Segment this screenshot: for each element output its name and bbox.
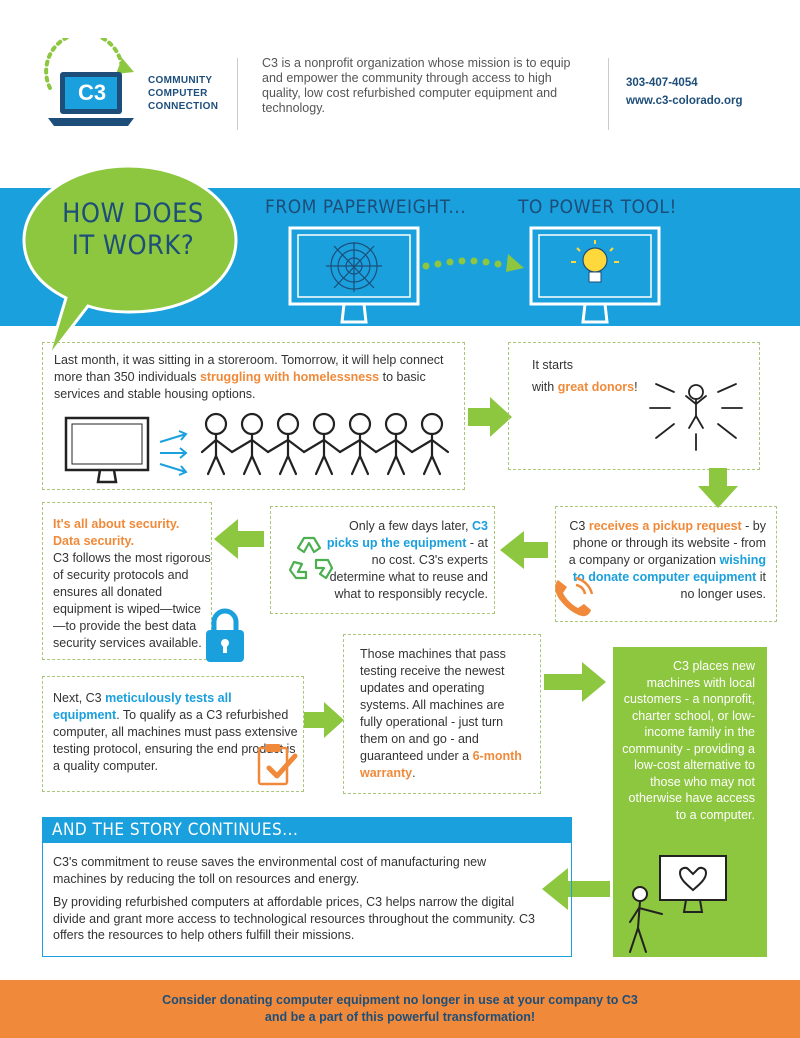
footer-text: Consider donating computer equipment no … (0, 992, 800, 1026)
step4-box (270, 506, 495, 614)
step5-box (42, 502, 212, 660)
step5-heading1: It's all about security. (53, 517, 180, 531)
step3-highlight1: receives a pickup request (588, 519, 742, 533)
footer-line2: and be a part of this powerful transform… (264, 1010, 536, 1024)
arrow-right-1 (468, 397, 512, 437)
step3-box (555, 506, 777, 622)
lightbulb-computer-icon (529, 226, 661, 324)
step2-post: ! (634, 380, 638, 394)
donor-figure-icon (649, 383, 743, 451)
step8-text: C3 places new machines with local custom… (622, 659, 755, 822)
step7-text: Those machines that pass testing receive… (360, 646, 526, 782)
step5-body: C3 follows the most rigorous of security… (53, 551, 211, 650)
person-icon (629, 886, 663, 953)
story-p2: By providing refurbished computers at af… (53, 895, 535, 942)
people-chain-icon (200, 412, 450, 476)
arrow-left-1 (500, 531, 548, 569)
clipboard-check-icon (257, 744, 298, 786)
step4-post: - at no cost. C3's experts determine wha… (329, 536, 488, 601)
step3-mid: - by phone or through its website - from… (568, 519, 766, 567)
step3-text: C3 receives a pickup request - by phone … (563, 518, 766, 603)
to-label: TO POWER TOOL! (518, 196, 677, 218)
step1-post: to basic services and stable housing opt… (54, 370, 426, 401)
step2-pre: with (532, 380, 558, 394)
logo-text: C3 (77, 80, 107, 105)
step5-heading2: Data security. (53, 534, 135, 548)
from-label: FROM PAPERWEIGHT... (265, 196, 467, 218)
phone[interactable]: 303-407-4054 (626, 77, 698, 89)
step4-pre: Only a few days later, (349, 519, 473, 533)
step2-line2: with great donors! (532, 376, 642, 398)
mission-text: C3 is a nonprofit organization whose mis… (262, 56, 571, 115)
computer-icon (64, 416, 150, 484)
org-line3: CONNECTION (148, 101, 219, 112)
step6-text: Next, C3 meticulously tests all equipmen… (53, 690, 299, 775)
step3-post: it no longer uses. (680, 570, 766, 601)
heart-computer-icon (659, 855, 727, 913)
website-link[interactable]: www.c3-colorado.org (626, 95, 743, 107)
step7-box (343, 634, 541, 794)
org-line2: COMPUTER (148, 88, 208, 99)
step1-pre: Last month, it was sitting in a storeroo… (54, 353, 444, 384)
blue-arrows-icon (159, 430, 188, 476)
step1-text: Last month, it was sitting in a storeroo… (54, 352, 459, 403)
step6-post: . To qualify as a C3 refurbished compute… (53, 708, 298, 773)
step3-highlight2: wishing to donate computer equipment (572, 553, 766, 584)
step3-pre: C3 (569, 519, 589, 533)
step5-text: It's all about security. Data security. … (53, 516, 211, 652)
step4-highlight: C3 picks up the equipment (326, 519, 488, 550)
step2-text: It starts with great donors! (532, 354, 642, 398)
step6-box (42, 676, 304, 792)
lock-icon (206, 608, 244, 662)
speech-bubble (22, 164, 238, 359)
step7-post: . (412, 766, 416, 780)
step2-highlight: great donors (557, 380, 635, 394)
story-heading: AND THE STORY CONTINUES... (42, 817, 572, 843)
broken-computer-icon (288, 226, 420, 324)
bubble-line1: HOW DOES (62, 198, 204, 229)
arrow-right-2 (304, 702, 344, 738)
logo-laptop-icon (44, 38, 134, 126)
step7-highlight: 6-month warranty (360, 749, 522, 780)
footer-bar (0, 980, 800, 1038)
step7-pre: Those machines that pass testing receive… (360, 647, 506, 763)
step1-highlight: struggling with homelessness (199, 370, 380, 384)
bubble-text: HOW DOES IT WORK? (48, 198, 218, 262)
org-name: COMMUNITY COMPUTER CONNECTION (148, 74, 218, 113)
bubble-line2: IT WORK? (71, 230, 195, 261)
step8-panel (613, 647, 767, 957)
header-divider-2 (608, 58, 609, 130)
step2-line1: It starts (532, 358, 573, 372)
arrow-left-2 (214, 519, 264, 559)
phone-icon (555, 576, 594, 617)
footer-line1: Consider donating computer equipment no … (162, 993, 638, 1007)
story-p1: C3's commitment to reuse saves the envir… (53, 855, 487, 886)
step6-pre: Next, C3 (53, 691, 106, 705)
arrow-right-3 (544, 662, 606, 702)
step1-box (42, 342, 465, 490)
step6-highlight: meticulously tests all equipment (53, 691, 232, 722)
recycle-icon (288, 536, 334, 580)
arrow-down-1 (698, 468, 738, 508)
step2-box (508, 342, 760, 470)
header-divider-1 (237, 58, 238, 130)
dotted-arrow (422, 254, 524, 272)
arrow-left-3 (542, 868, 610, 910)
header: C3 COMMUNITY COMPUTER CONNECTION C3 is a… (0, 0, 800, 150)
org-line1: COMMUNITY (148, 75, 213, 86)
step4-text: Only a few days later, C3 picks up the e… (316, 518, 488, 603)
